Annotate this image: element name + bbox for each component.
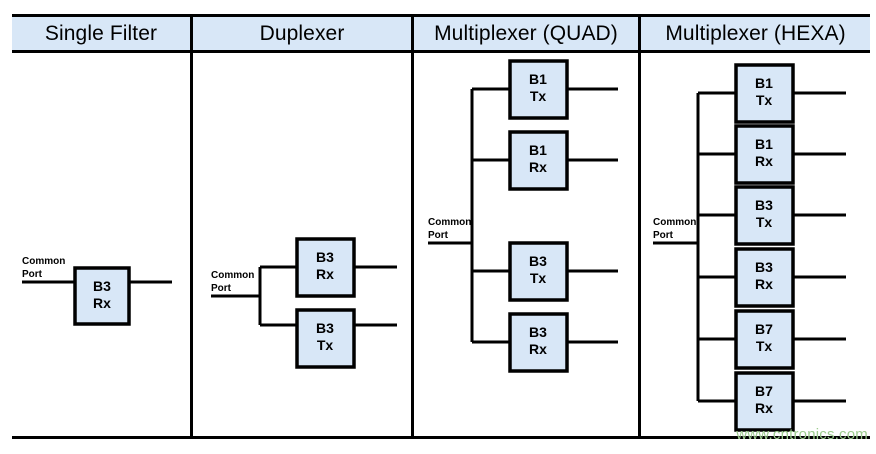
filter-direction-label: Tx bbox=[530, 270, 547, 286]
column-header-duplexer: Duplexer bbox=[190, 17, 411, 50]
filter-band-label: B1 bbox=[755, 136, 773, 152]
filter-direction-label: Rx bbox=[755, 400, 773, 416]
filter-band-label: B3 bbox=[529, 324, 547, 340]
filter-direction-label: Tx bbox=[756, 338, 773, 354]
filter-band-label: B3 bbox=[93, 278, 111, 294]
common-port-label-line2: Port bbox=[211, 283, 232, 294]
filter-direction-label: Rx bbox=[529, 341, 547, 357]
diagram-cell-duplexer: Common Port B3 Rx B3 Tx bbox=[190, 53, 411, 436]
multiplexer-hexa-diagram: Common Port B1 Tx B1 Rx B3 Tx B3 Rx B7 T… bbox=[653, 63, 846, 432]
filter-topology-table: Single Filter Duplexer Multiplexer (QUAD… bbox=[12, 14, 870, 439]
common-port-label-line2: Port bbox=[22, 269, 43, 280]
single-filter-diagram: Common Port B3 Rx bbox=[22, 256, 172, 326]
filter-band-label: B1 bbox=[755, 75, 773, 91]
filter-box bbox=[295, 308, 356, 369]
filter-direction-label: Rx bbox=[529, 159, 547, 175]
table-header-row: Single Filter Duplexer Multiplexer (QUAD… bbox=[12, 14, 870, 53]
filter-direction-label: Rx bbox=[316, 266, 334, 282]
common-port-label-line2: Port bbox=[428, 230, 449, 241]
filter-band-label: B3 bbox=[755, 197, 773, 213]
filter-direction-label: Rx bbox=[93, 295, 111, 311]
filter-band-label: B1 bbox=[529, 71, 547, 87]
common-port-label-line1: Common bbox=[22, 256, 65, 267]
site-watermark: www.cntronics.com bbox=[736, 426, 868, 443]
filter-direction-label: Tx bbox=[756, 92, 773, 108]
common-port-label-line1: Common bbox=[211, 270, 254, 281]
filter-direction-label: Tx bbox=[530, 88, 547, 104]
filter-band-label: B7 bbox=[755, 321, 773, 337]
filter-band-label: B3 bbox=[529, 253, 547, 269]
multiplexer-quad-diagram: Common Port B1 Tx B1 Rx B3 Tx B3 Rx bbox=[428, 59, 618, 373]
column-header-multiplexer-hexa: Multiplexer (HEXA) bbox=[638, 17, 870, 50]
common-port-label-line1: Common bbox=[653, 217, 696, 228]
column-header-single-filter: Single Filter bbox=[44, 21, 158, 45]
common-port-label-line2: Port bbox=[653, 230, 674, 241]
filter-box bbox=[734, 371, 795, 432]
filter-direction-label: Tx bbox=[317, 337, 334, 353]
filter-band-label: B3 bbox=[316, 249, 334, 265]
table-body-row: Common Port B3 Rx bbox=[12, 53, 870, 439]
filter-band-label: B3 bbox=[755, 259, 773, 275]
diagram-cell-multiplexer-quad: Common Port B1 Tx B1 Rx B3 Tx B3 Rx bbox=[411, 53, 638, 436]
filter-band-label: B7 bbox=[755, 383, 773, 399]
diagram-cell-multiplexer-hexa: Common Port B1 Tx B1 Rx B3 Tx B3 Rx B7 T… bbox=[638, 53, 870, 436]
filter-direction-label: Tx bbox=[756, 214, 773, 230]
duplexer-diagram: Common Port B3 Rx B3 Tx bbox=[211, 237, 397, 369]
filter-direction-label: Rx bbox=[755, 153, 773, 169]
common-port-label-line1: Common bbox=[428, 217, 471, 228]
filter-box bbox=[73, 266, 131, 326]
filter-box bbox=[734, 185, 795, 246]
filter-direction-label: Rx bbox=[755, 276, 773, 292]
diagram-cell-single-filter: Common Port B3 Rx bbox=[12, 53, 190, 436]
filter-band-label: B1 bbox=[529, 142, 547, 158]
filter-band-label: B3 bbox=[316, 320, 334, 336]
filter-box bbox=[734, 247, 795, 308]
column-header-multiplexer-quad: Multiplexer (QUAD) bbox=[411, 17, 638, 50]
